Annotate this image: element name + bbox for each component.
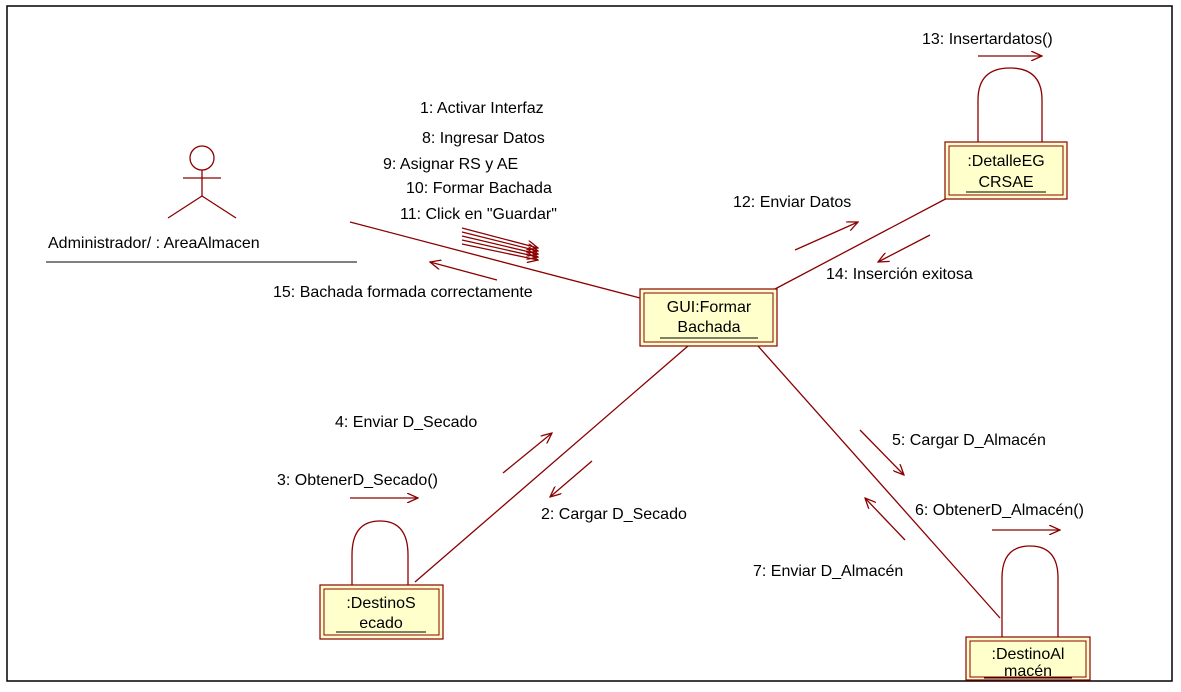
object-detalle-line2: CRSAE (978, 174, 1033, 191)
link-gui-almacen (757, 345, 1001, 619)
msg-6-label: 6: ObtenerD_Almacén() (915, 502, 1084, 519)
object-secado-line2: ecado (359, 615, 403, 632)
msg-7-label: 7: Enviar D_Almacén (753, 563, 903, 580)
object-secado[interactable]: :DestinoS ecado (319, 584, 444, 640)
msg-3-label: 3: ObtenerD_Secado() (277, 472, 438, 489)
arrow-msg-12 (794, 222, 858, 251)
msg-12-label: 12: Enviar Datos (733, 194, 851, 211)
object-secado-line1: :DestinoS (346, 595, 415, 612)
actor-name: Administrador/ : AreaAlmacen (48, 235, 260, 252)
arrow-msg-9 (461, 235, 538, 254)
arrow-msg-8 (461, 231, 538, 251)
self-loop-secado (351, 520, 409, 585)
link-gui-detalle (774, 194, 954, 290)
self-loop-almacen (1001, 545, 1059, 637)
msg-11-label: 11: Click en "Guardar" (400, 206, 557, 223)
object-gui-line2: Bachada (677, 319, 740, 336)
arrow-msg-14 (878, 234, 931, 262)
arrow-msg-4 (502, 433, 552, 474)
msg-1-label: 1: Activar Interfaz (420, 100, 544, 117)
object-gui[interactable]: GUI:Formar Bachada (639, 288, 778, 347)
msg-8-label: 8: Ingresar Datos (422, 130, 545, 147)
object-almacen[interactable]: :DestinoAl macén (965, 636, 1091, 681)
msg-4-label: 4: Enviar D_Secado (335, 414, 477, 431)
object-gui-line1: GUI:Formar (667, 299, 752, 316)
msg-5-label: 5: Cargar D_Almacén (892, 432, 1046, 449)
self-loop-detalle (977, 67, 1043, 142)
diagram-frame (6, 5, 1173, 682)
msg-10-label: 10: Formar Bachada (406, 180, 552, 197)
msg-2-label: 2: Cargar D_Secado (541, 506, 687, 523)
arrow-msg-1 (461, 227, 538, 248)
link-actor-gui (349, 221, 641, 299)
arrow-msg-7 (865, 498, 906, 541)
arrow-msg-11 (461, 243, 538, 260)
arrow-msg-15 (430, 262, 498, 281)
link-gui-secado (414, 345, 689, 583)
msg-13-label: 13: Insertardatos() (922, 31, 1053, 48)
arrow-msg-10 (461, 239, 538, 257)
msg-9-label: 9: Asignar RS y AE (383, 156, 518, 173)
object-almacen-line1: :DestinoAl (992, 646, 1065, 663)
arrow-msg-5 (859, 429, 904, 475)
object-almacen-line2: macén (1004, 663, 1052, 680)
arrow-msg-2 (550, 460, 593, 497)
object-detalle-line1: :DetalleEG (967, 153, 1044, 170)
msg-15-label: 15: Bachada formada correctamente (273, 284, 533, 301)
msg-14-label: 14: Inserción exitosa (826, 266, 973, 283)
actor-figure[interactable] (167, 145, 237, 219)
object-detalle[interactable]: :DetalleEG CRSAE (944, 141, 1068, 200)
